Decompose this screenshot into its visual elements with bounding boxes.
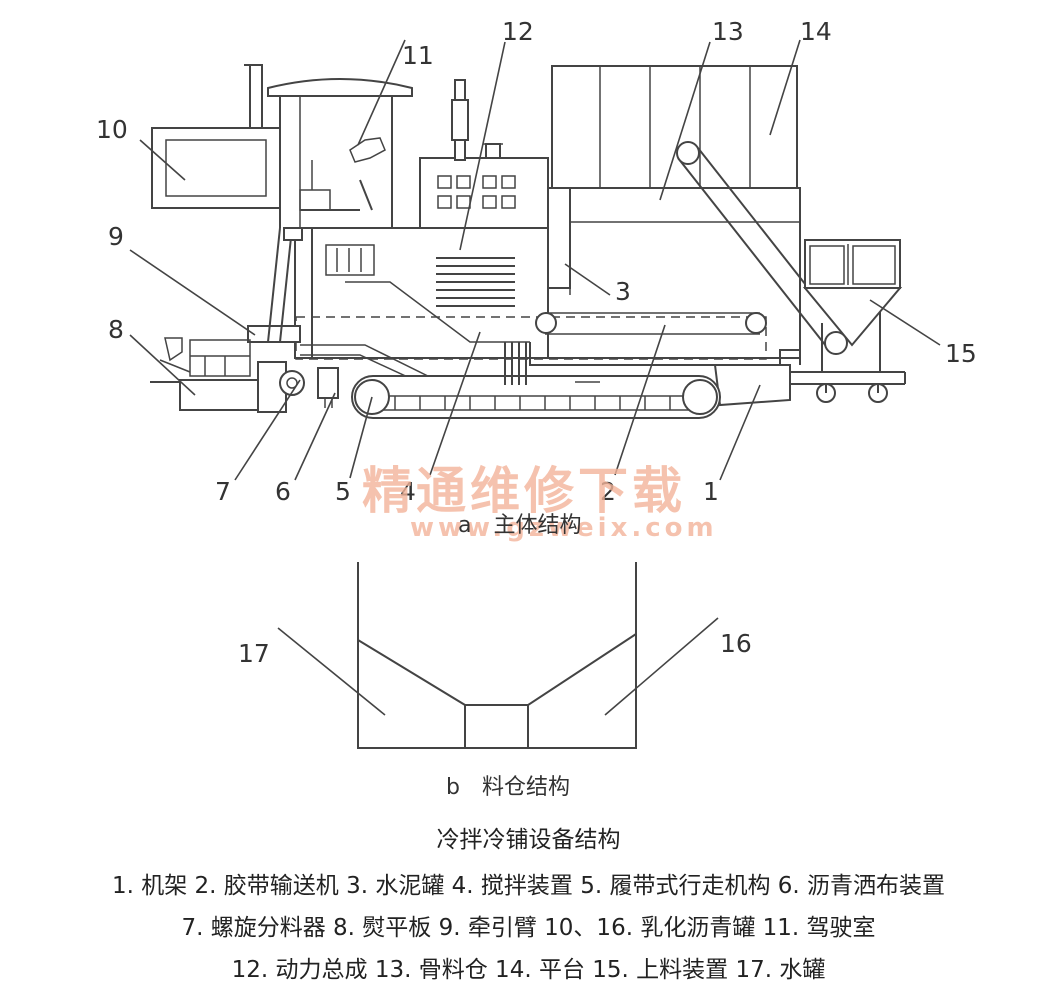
- label-1: 1: [703, 477, 719, 506]
- watermark-url: www.gzweix.com: [410, 513, 718, 543]
- emulsified-asphalt-tank: [151, 127, 281, 209]
- label-14: 14: [800, 17, 832, 46]
- part-number-labels: 10 11 12 13 14 9 8 3 15 7 6 5 4 2 1: [96, 17, 977, 506]
- label-2: 2: [600, 477, 616, 506]
- label-17: 17: [238, 639, 270, 668]
- tow-arm: [247, 227, 303, 343]
- label-7: 7: [215, 477, 231, 506]
- watermark: 精通维修下载 www.gzweix.com: [362, 462, 718, 543]
- spreader-and-sprayer: [279, 367, 339, 408]
- label-10: 10: [96, 115, 128, 144]
- figure-title: 冷拌冷铺设备结构: [436, 827, 621, 853]
- label-4: 4: [400, 477, 416, 506]
- power-pack: [419, 79, 549, 229]
- watermark-text: 精通维修下载: [362, 462, 686, 520]
- platform: [551, 65, 798, 193]
- aggregate-bin: [547, 187, 801, 365]
- label-11: 11: [402, 41, 434, 70]
- label-15: 15: [945, 339, 977, 368]
- main-body: [294, 227, 549, 386]
- machine-diagram: 10 11 12 13 14 9 8 3 15 7 6 5 4 2 1 精通维修…: [96, 17, 977, 800]
- label-3: 3: [615, 277, 631, 306]
- label-13: 13: [712, 17, 744, 46]
- loading-device: [676, 141, 903, 355]
- legend-line-2: 7. 螺旋分料器 8. 熨平板 9. 牵引臂 10、16. 乳化沥青罐 11. …: [181, 915, 876, 941]
- label-8: 8: [108, 315, 124, 344]
- label-5: 5: [335, 477, 351, 506]
- legend-line-3: 12. 动力总成 13. 骨料仓 14. 平台 15. 上料装置 17. 水罐: [231, 957, 826, 983]
- frame: [529, 305, 906, 407]
- leader-lines: [129, 39, 941, 481]
- crawler-track: [351, 342, 721, 419]
- belt-conveyor: [295, 312, 767, 360]
- subcaption-b: b 料仓结构: [446, 775, 570, 800]
- subcaption-a: a 主体结构: [458, 513, 581, 538]
- legend-line-1: 1. 机架 2. 胶带输送机 3. 水泥罐 4. 搅拌装置 5. 履带式行走机构…: [111, 873, 946, 899]
- screed: [150, 337, 287, 413]
- label-6: 6: [275, 477, 291, 506]
- bin-structure: 17 16: [238, 562, 752, 749]
- label-16: 16: [720, 629, 752, 658]
- label-9: 9: [108, 222, 124, 251]
- label-12: 12: [502, 17, 534, 46]
